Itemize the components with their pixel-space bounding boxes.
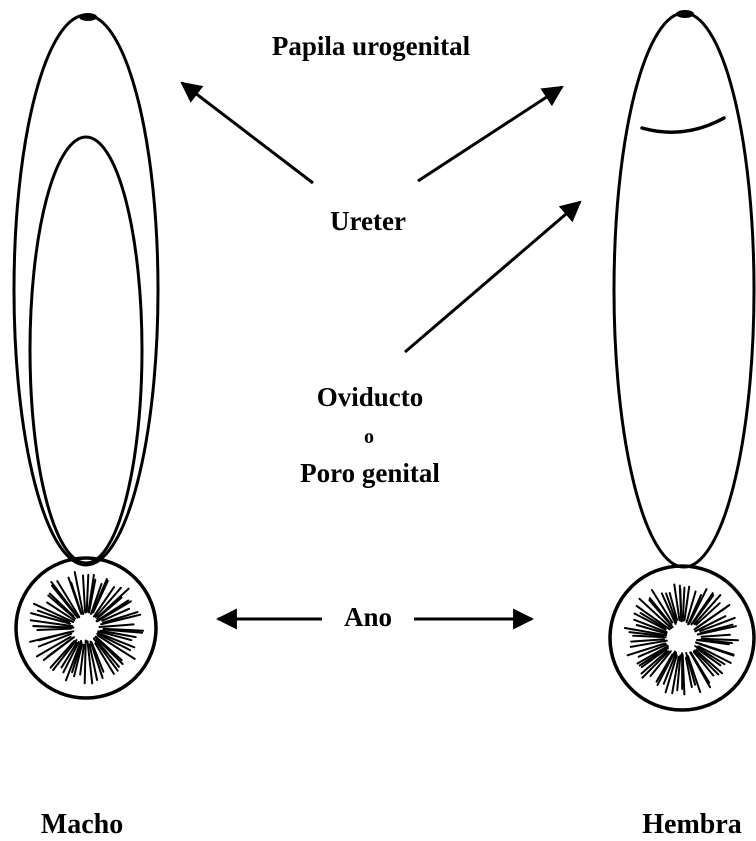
- female-anus-radial-folds: [625, 585, 738, 695]
- male-papilla-outer-outline: [14, 15, 158, 565]
- arrow-oviducto-to-female: [405, 202, 580, 352]
- radial-fold-line: [702, 635, 730, 637]
- male-papilla: [14, 13, 158, 565]
- arrow-ureter-to-female: [418, 87, 562, 181]
- label-o: o: [364, 427, 374, 447]
- male-anus: [16, 558, 156, 698]
- label-papila-urogenital: Papila urogenital: [272, 33, 470, 60]
- male-anus-radial-folds: [30, 572, 143, 683]
- radial-fold-line: [680, 589, 681, 620]
- female-genital-pore-slit: [642, 118, 724, 132]
- male-papilla-inner-outline: [30, 137, 142, 563]
- radial-fold-line: [87, 575, 89, 612]
- label-ano: Ano: [344, 604, 392, 631]
- label-hembra: Hembra: [642, 811, 742, 839]
- radial-fold-line: [85, 641, 86, 684]
- label-ureter: Ureter: [330, 208, 406, 235]
- radial-fold-line: [100, 624, 134, 627]
- label-oviducto: Oviducto: [317, 384, 424, 411]
- female-papilla: [614, 10, 754, 567]
- label-poro-genital: Poro genital: [300, 460, 440, 487]
- male-anus-outline: [16, 558, 156, 698]
- radial-fold-line: [37, 629, 71, 630]
- label-macho: Macho: [41, 811, 123, 839]
- female-anus: [610, 566, 754, 710]
- radial-fold-line: [83, 576, 85, 613]
- arrow-ureter-to-male: [182, 83, 313, 183]
- female-papilla-outline: [614, 13, 754, 567]
- male-papilla-tip: [79, 13, 97, 21]
- female-papilla-tip: [676, 10, 694, 18]
